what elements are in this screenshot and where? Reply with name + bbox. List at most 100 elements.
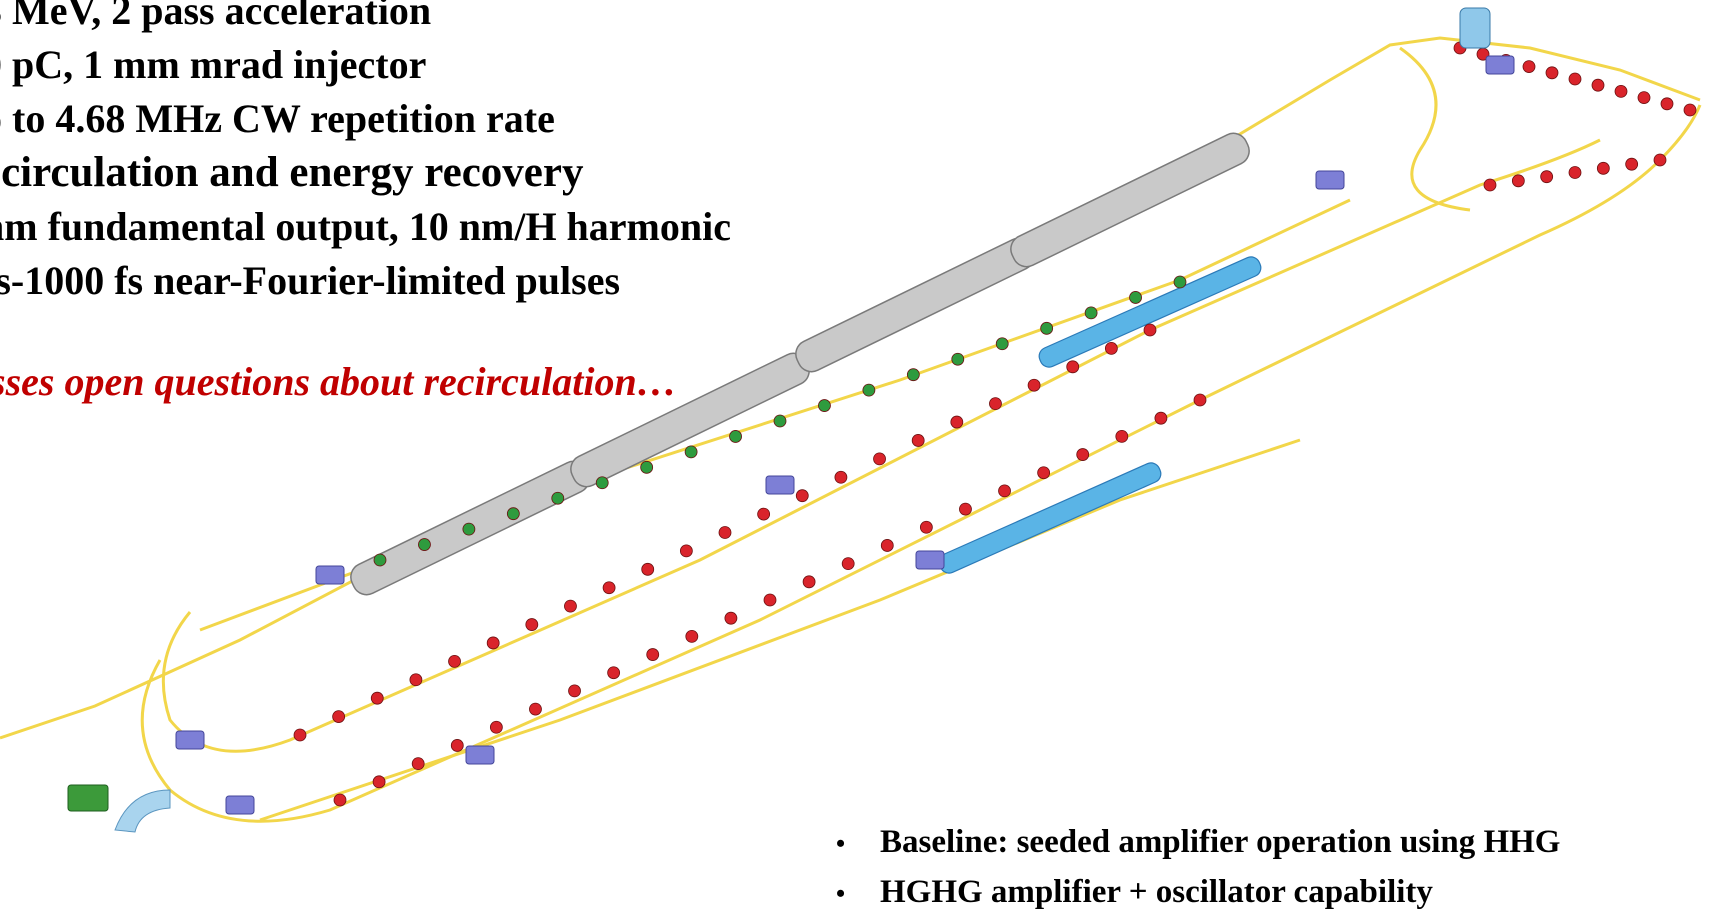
quadrupole-magnet — [1037, 466, 1051, 480]
spec-item-injector: 0 pC, 1 mm mrad injector — [0, 42, 427, 87]
undulator-2 — [938, 462, 1162, 574]
quadrupole-magnet — [919, 520, 933, 534]
sextupole-magnet — [551, 491, 565, 505]
dipole-magnet — [225, 795, 255, 815]
quadrupole-magnet — [1545, 66, 1559, 80]
quadrupole-magnet — [1143, 323, 1157, 337]
dipole-magnet — [1485, 55, 1515, 75]
injector-merger-beamline — [1399, 46, 1471, 212]
spec-item-pulse-length: fs-1000 fs near-Fourier-limited pulses — [0, 258, 621, 303]
quadrupole-magnet — [718, 526, 732, 539]
quadrupole-magnet — [880, 539, 894, 552]
quadrupole-magnet — [1540, 170, 1554, 184]
sextupole-magnet — [995, 337, 1009, 351]
quadrupole-magnet — [841, 557, 855, 571]
sextupole-magnet — [418, 538, 431, 551]
dipole-magnet — [175, 730, 205, 750]
quadrupole-magnet — [1066, 360, 1080, 374]
quadrupole-magnet — [1104, 342, 1118, 355]
quadrupole-magnet — [568, 684, 581, 698]
quadrupole-magnet — [525, 618, 539, 631]
quadrupole-magnet — [1076, 448, 1090, 461]
quadrupole-magnet — [1683, 103, 1697, 117]
sextupole-magnet — [951, 352, 965, 366]
quadrupole-magnet — [641, 562, 655, 576]
dipole-magnet — [915, 550, 945, 570]
quadrupole-magnet — [950, 415, 964, 429]
dipole-magnet — [1315, 170, 1345, 190]
dipole-magnet — [765, 475, 795, 495]
quadrupole-magnet — [293, 728, 307, 742]
quadrupole-magnet — [959, 502, 972, 516]
quadrupole-magnet — [333, 793, 347, 807]
quadrupole-magnet — [1115, 429, 1129, 443]
quadrupole-magnet — [1660, 97, 1674, 111]
quadrupole-magnet — [911, 434, 925, 447]
beamline-components — [67, 7, 1697, 833]
quadrupole-magnet — [1483, 178, 1497, 192]
linac-beamline — [0, 36, 1701, 740]
sextupole-magnet — [818, 399, 831, 412]
quadrupole-magnet — [370, 691, 384, 705]
quadrupole-magnet — [372, 775, 386, 789]
quadrupole-magnet — [757, 507, 771, 521]
sextupole-magnet — [462, 522, 476, 536]
sextupole-magnet — [684, 445, 698, 459]
quadrupole-magnet — [409, 673, 423, 687]
quadrupole-magnet — [1193, 393, 1207, 407]
quadrupole-magnet — [564, 599, 577, 613]
undulator-1 — [1038, 256, 1262, 368]
spec-item-repetition-rate: o to 4.68 MHz CW repetition rate — [0, 96, 555, 141]
option-label: HGHG amplifier + oscillator capability — [880, 874, 1433, 910]
sextupole-magnet — [906, 368, 920, 382]
quadrupole-magnet — [411, 757, 425, 771]
injector-gun — [1459, 7, 1491, 49]
sextupole-magnet — [373, 553, 387, 567]
quadrupole-magnet — [679, 544, 693, 558]
quadrupole-magnet — [873, 452, 886, 466]
spec-item-recirculation: ecirculation and energy recovery — [0, 149, 584, 196]
dipole-magnet — [465, 745, 495, 765]
arc-chamber — [114, 789, 171, 833]
quadrupole-magnet — [834, 470, 848, 484]
quadrupole-magnet — [332, 710, 346, 723]
quadrupole-magnet — [1027, 378, 1041, 392]
sextupole-magnet — [640, 460, 654, 474]
spec-item-energy: 3 MeV, 2 pass acceleration — [0, 0, 432, 33]
quadrupole-magnet — [489, 720, 503, 734]
quadrupole-magnet — [1154, 411, 1168, 425]
quadrupole-magnet — [1591, 78, 1605, 92]
option-item-hghg: • HGHG amplifier + oscillator capability — [836, 868, 1560, 918]
quadrupole-magnet — [529, 702, 542, 716]
specification-list: 3 MeV, 2 pass acceleration 0 pC, 1 mm mr… — [0, 0, 731, 308]
quadrupole-magnet — [448, 654, 461, 668]
sextupole-magnet — [729, 430, 742, 443]
spec-item-wavelength: nm fundamental output, 10 nm/H harmonic — [0, 204, 731, 249]
option-item-baseline: • Baseline: seeded amplifier operation us… — [836, 818, 1560, 868]
recirculation-note: sses open questions about recirculation… — [0, 359, 677, 404]
sextupole-magnet — [1084, 306, 1098, 320]
quadrupole-magnet — [450, 739, 464, 752]
quadrupole-magnet — [646, 648, 660, 661]
bullet-icon: • — [836, 879, 846, 908]
sextupole-magnet — [862, 383, 876, 397]
quadrupole-magnet — [724, 611, 738, 625]
quadrupole-magnet — [1511, 174, 1525, 188]
option-label: Baseline: seeded amplifier operation usi… — [880, 824, 1561, 860]
quadrupole-magnet — [763, 593, 777, 607]
sextupole-magnet — [595, 476, 609, 490]
quadrupole-magnet — [486, 636, 500, 650]
quadrupole-magnet — [998, 484, 1011, 498]
sextupole-magnet — [506, 507, 520, 521]
bullet-icon: • — [836, 829, 846, 858]
fel-beamline — [259, 438, 1301, 822]
quadrupole-magnet — [1596, 161, 1610, 175]
sextupole-magnet — [773, 414, 787, 428]
quadrupole-magnet — [1653, 153, 1667, 167]
quadrupole-magnet — [1522, 60, 1536, 73]
quadrupole-magnet — [795, 489, 809, 503]
quadrupole-magnet — [1625, 157, 1639, 171]
dipole-magnet — [315, 565, 345, 585]
